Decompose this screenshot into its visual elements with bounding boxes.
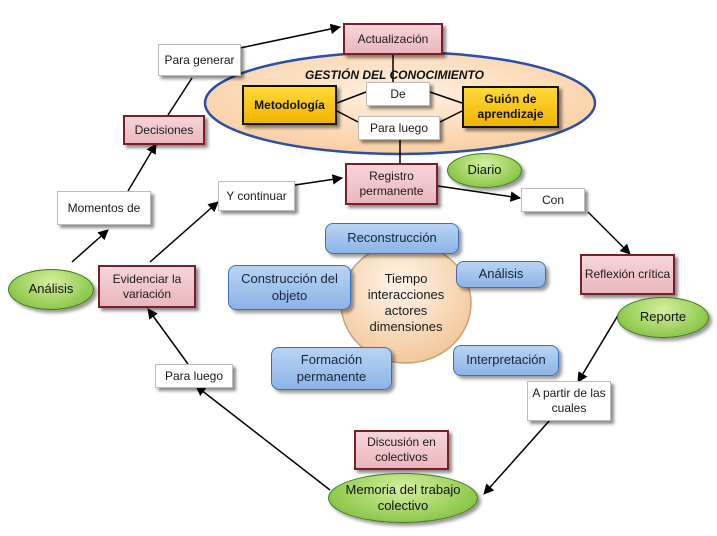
actualizacion-box: Actualización [343,23,443,55]
analisis-blue-box: Análisis [456,261,546,288]
diagram-title: GESTIÓN DEL CONOCIMIENTO [305,68,484,82]
connector-arrow [239,23,342,49]
connector-arrow [195,385,331,491]
analisis-green-oval: Análisis [8,269,94,310]
connector-arrow [71,229,109,263]
para-luego-top-box: Para luego [358,116,440,140]
connector-arrow [483,419,551,495]
guion-box: Guión de aprendizaje [462,86,559,128]
construccion-box: Construcción del objeto [228,265,351,310]
connector-arrow [149,201,219,263]
con-box: Con [521,188,585,212]
reconstruccion-box: Reconstrucción [325,223,459,254]
connector-line [336,91,367,104]
connector-arrow [437,185,522,202]
connector-line [429,91,463,104]
connector-line [167,77,193,116]
de-box: De [366,82,430,106]
connector-arrow [147,308,189,365]
momentos-box: Momentos de [57,191,151,225]
interpretacion-box: Interpretación [453,345,559,376]
memoria-oval: Memoria del trabajo colectivo [328,473,478,523]
connector-line [336,110,359,123]
reflexion-box: Reflexión crítica [580,254,675,295]
metodologia-box: Metodología [242,85,337,125]
connector-arrow [294,174,344,186]
reporte-oval: Reporte [617,297,709,338]
a-partir-box: A partir de las cuales [527,381,611,421]
discusion-box: Discusión en colectivos [354,430,449,470]
connector-arrow [587,211,631,255]
connector-line [439,110,463,123]
evidenciar-box: Evidenciar la variación [98,265,196,308]
para-luego-left-box: Para luego [155,364,233,388]
diario-oval: Diario [447,153,522,188]
para-generar-box: Para generar [158,44,241,76]
decisiones-box: Decisiones [123,115,205,145]
tiempo-circle-text: Tiempo interacciones actores dimensiones [367,270,445,335]
y-continuar-box: Y continuar [218,181,295,211]
connector-arrow [577,311,621,383]
connector-arrow [127,143,157,192]
formacion-box: Formación permanente [271,347,392,390]
registro-box: Registro permanente [345,163,438,205]
